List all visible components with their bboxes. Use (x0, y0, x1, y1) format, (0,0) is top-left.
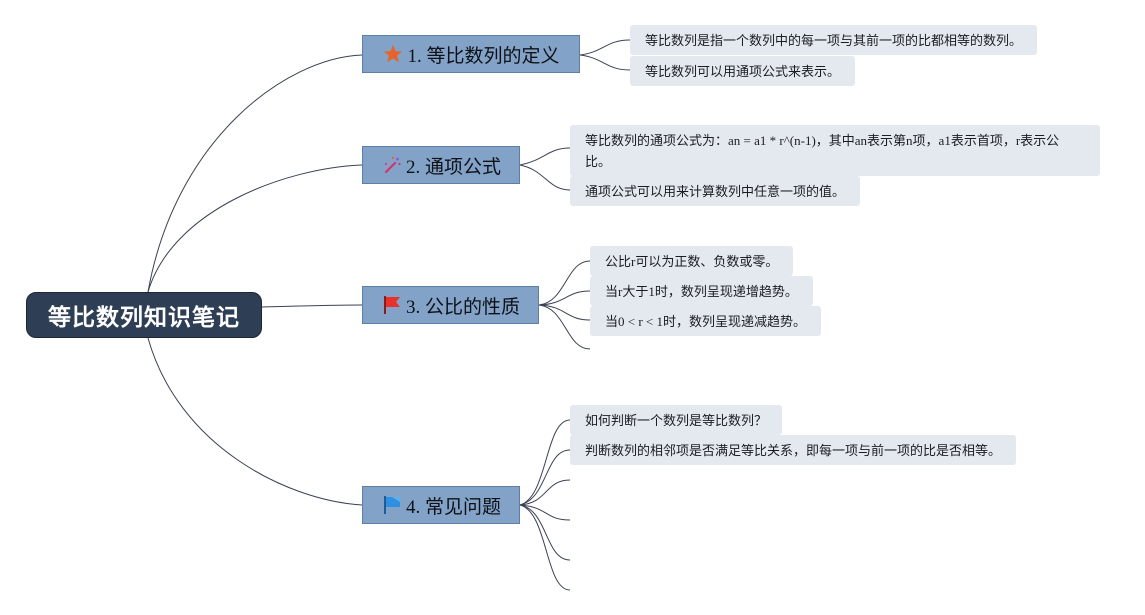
connector-root-topic-1 (147, 54, 363, 293)
root-topic[interactable]: 等比数列知识笔记 (26, 292, 262, 338)
connector-topic-2-note-2 (519, 164, 571, 191)
note-ratio-1[interactable]: 公比r可以为正数、负数或零。 (590, 246, 794, 276)
blue-flag-icon (381, 494, 403, 516)
connector-topic-3-note-3 (538, 304, 591, 321)
topic-common-questions-label: 4. 常见问题 (405, 496, 501, 518)
topic-general-formula-label: 2. 通项公式 (405, 156, 501, 178)
note-formula-2[interactable]: 通项公式可以用来计算数列中任意一项的值。 (570, 176, 861, 206)
red-flag-icon (381, 294, 403, 316)
connector-root-topic-2 (147, 164, 363, 293)
connector-topic-1-note-2 (579, 54, 631, 71)
topic-common-questions[interactable]: 4. 常见问题 (362, 486, 520, 524)
connector-topic-4-note-2 (519, 449, 571, 506)
connector-topic-3-note-1 (538, 260, 591, 306)
connector-topic-4-note-1 (519, 419, 571, 506)
connector-topic-4-empty-branch-2 (519, 504, 571, 521)
connector-topic-4-empty-branch-3 (519, 504, 571, 561)
note-ratio-2[interactable]: 当r大于1时，数列呈现递增趋势。 (590, 276, 813, 306)
connector-topic-3-empty-branch (538, 304, 591, 350)
topic-definition-label: 1. 等比数列的定义 (407, 45, 560, 67)
topic-general-formula[interactable]: 2. 通项公式 (362, 146, 520, 184)
topic-ratio-properties-label: 3. 公比的性质 (405, 296, 520, 318)
note-question-2[interactable]: 判断数列的相邻项是否满足等比关系，即每一项与前一项的比是否相等。 (570, 435, 1017, 465)
star-icon (382, 43, 404, 65)
connector-topic-4-empty-branch-1 (519, 479, 571, 506)
connector-topic-1-note-1 (579, 39, 631, 56)
connector-root-topic-4 (147, 337, 363, 506)
note-ratio-3[interactable]: 当0 < r < 1时，数列呈现递减趋势。 (590, 306, 821, 336)
note-definition-2[interactable]: 等比数列可以用通项公式来表示。 (630, 56, 856, 86)
magic-wand-icon (381, 154, 403, 176)
connector-topic-4-empty-branch-4 (519, 504, 571, 591)
topic-definition[interactable]: 1. 等比数列的定义 (362, 35, 580, 73)
connector-root-topic-3 (261, 304, 363, 308)
topic-ratio-properties[interactable]: 3. 公比的性质 (362, 286, 539, 324)
note-definition-1[interactable]: 等比数列是指一个数列中的每一项与其前一项的比都相等的数列。 (630, 25, 1038, 55)
note-question-1[interactable]: 如何判断一个数列是等比数列？ (570, 405, 783, 435)
connector-topic-3-note-2 (538, 290, 591, 306)
connector-topic-2-note-1 (519, 147, 571, 166)
root-title: 等比数列知识笔记 (48, 305, 240, 331)
note-formula-1[interactable]: 等比数列的通项公式为：an = a1 * r^(n-1)，其中an表示第n项，a… (570, 125, 1100, 176)
